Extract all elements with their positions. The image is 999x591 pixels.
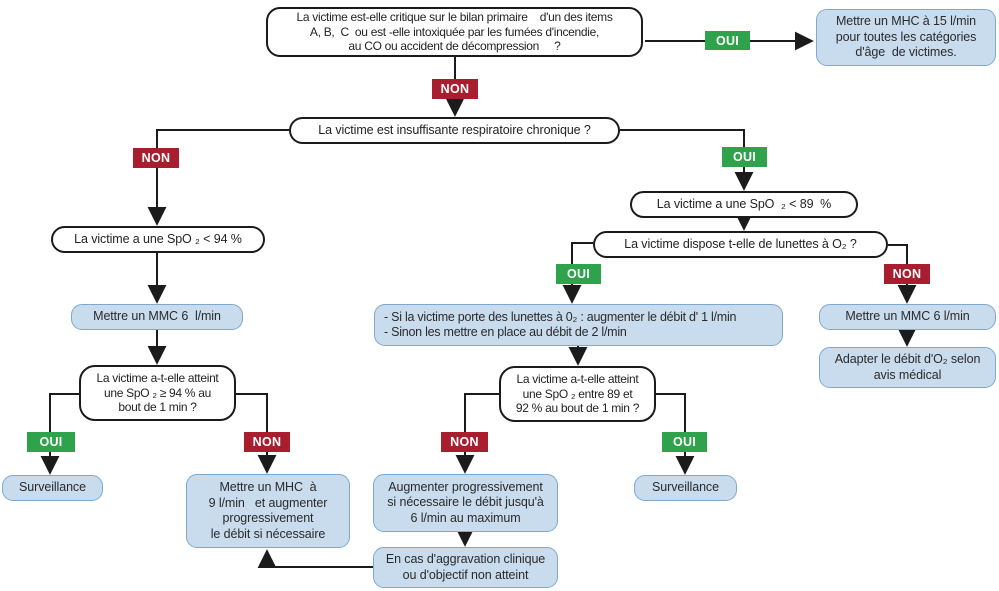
question-chronic-respiratory: La victime est insuffisante respiratoire… [289, 117, 620, 144]
action-mhc-15lmin: Mettre un MHC à 15 l/min pour toutes les… [816, 9, 996, 66]
action-cannula-flow-adjust: - Si la victime porte des lunettes à 0₂ … [374, 304, 783, 346]
question-spo2-reached-94: La victime a-t-elle atteint une SpO ₂ ≥ … [79, 365, 236, 421]
badge-non-reached-89-92: NON [441, 432, 488, 452]
action-increase-to-6lmin: Augmenter progressivement si nécessaire … [373, 474, 558, 532]
badge-oui-reached-89-92: OUI [662, 432, 707, 452]
badge-non-chronic: NON [133, 148, 179, 168]
question-spo2-below-89: La victime a une SpO ₂ < 89 % [630, 191, 858, 218]
question-has-o2-cannula: La victime dispose t-elle de lunettes à … [593, 231, 888, 258]
action-surveillance-left: Surveillance [2, 475, 103, 501]
action-mmc-6lmin-right: Mettre un MMC 6 l/min [819, 304, 996, 330]
action-surveillance-right: Surveillance [634, 475, 737, 501]
action-adapt-o2-medical: Adapter le débit d'O₂ selon avis médical [819, 347, 996, 388]
action-mmc-6lmin-left: Mettre un MMC 6 l/min [71, 304, 243, 330]
badge-non-critical: NON [432, 79, 478, 99]
action-mhc-9lmin-increase: Mettre un MHC à 9 l/min et augmenter pro… [186, 474, 350, 548]
badge-oui-chronic: OUI [722, 147, 767, 167]
badge-oui-critical: OUI [705, 31, 750, 50]
question-spo2-reached-89-92: La victime a-t-elle atteint une SpO ₂ en… [499, 366, 656, 422]
badge-oui-reached-94: OUI [27, 432, 75, 452]
action-worsening-condition: En cas d'aggravation clinique ou d'objec… [373, 547, 558, 588]
question-spo2-below-94: La victime a une SpO ₂ < 94 % [51, 226, 265, 253]
badge-non-cannula: NON [884, 264, 930, 284]
badge-oui-cannula: OUI [556, 264, 601, 284]
badge-non-reached-94: NON [244, 432, 290, 452]
question-critical-victim: La victime est-elle critique sur le bila… [266, 7, 643, 57]
